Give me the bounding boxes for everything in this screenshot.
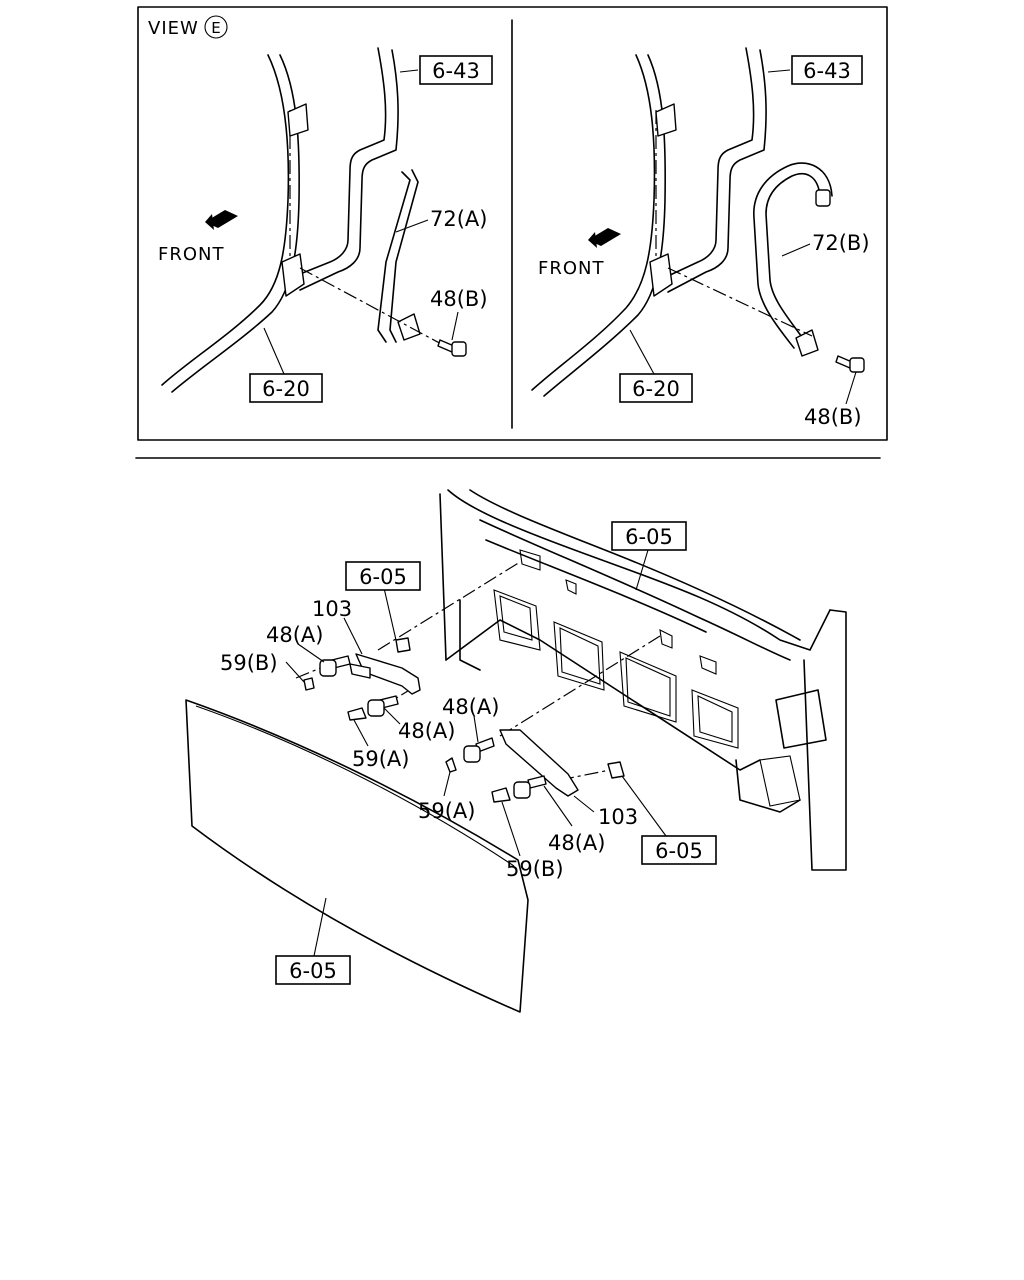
view-frame [137,6,888,441]
ref-6-43-right: 6-43 [803,59,851,83]
part-59a-left: 59(A) [352,747,409,771]
view-letter: E [211,19,220,37]
front-label-r: FRONT [538,258,605,279]
ref-box-panel [611,521,687,551]
part-103-right: 103 [598,805,638,829]
clip-59b-left [303,677,315,691]
part-48a-left-bottom: 48(A) [398,719,455,743]
ref-6-05-bracket-upper: 6-05 [359,565,407,589]
pillar-inner [299,49,399,291]
part-59b-left: 59(B) [220,651,278,675]
ref-box-grille [275,955,351,985]
bolt-48b-left [437,339,467,357]
pipe-72a-left [377,171,411,343]
ref-box-6-20-left [249,373,323,403]
part-59b-right: 59(B) [506,857,564,881]
front-arrow-icon [205,210,238,230]
bolt-48a-left-top [319,655,351,677]
cab-edge-outer-r [531,54,656,391]
ref-6-20-right: 6-20 [632,377,680,401]
front-arrow-icon-r [588,228,621,248]
panel-top-edge [447,489,831,651]
ref-box-6-20-right [619,373,693,403]
ref-6-20-left: 6-20 [262,377,310,401]
pipe-72b-outer [765,172,821,341]
pipe-end-cap [815,189,831,207]
bracket-lower [281,253,305,297]
clip-59a-right [445,757,457,773]
ref-6-05-panel: 6-05 [625,525,673,549]
cab-corner [803,609,847,871]
cab-edge-outer [161,54,290,386]
clip-59b-right [491,787,511,803]
front-label: FRONT [158,244,225,265]
pillar-outer-r [667,47,755,277]
pipe-clamp-r [795,329,819,357]
clip-59a-left [347,707,367,721]
bolt-48b-right [835,355,865,373]
main-assembly: 6-05 6-05 103 48(A) 59(B) 48(A) 59(A) 48… [185,489,847,1013]
part-59a-right: 59(A) [418,799,475,823]
ref-box-bracket-upper [345,561,421,591]
bracket-lower-r [649,253,673,297]
ref-6-05-grille: 6-05 [289,959,337,983]
part-48a-right-top: 48(A) [442,695,499,719]
part-72a: 72(A) [430,207,487,231]
part-103-left: 103 [312,597,352,621]
ref-box-bracket-lower [641,835,717,865]
bracket-upper-r [655,103,677,137]
part-48b-left: 48(B) [430,287,488,311]
corner-lamp [775,689,827,749]
ref-box-6-43-right [791,55,863,85]
bracket-upper [287,103,309,137]
part-48a-right-bottom: 48(A) [548,831,605,855]
ref-6-43-left: 6-43 [432,59,480,83]
bolt-48a-right-bottom [513,775,547,799]
align-line [299,267,446,347]
ref-6-05-bracket-lower: 6-05 [655,839,703,863]
part-48a-left-top: 48(A) [266,623,323,647]
pillar-outer [299,47,387,275]
view-title: VIEW [148,18,199,39]
cab-edge-inner [171,54,300,393]
bolt-48a-left-bottom [367,695,399,717]
pipe-clamp [397,313,421,341]
cab-edge-inner-r [543,54,667,397]
pipe-72a-right [389,169,419,343]
right-view: FRONT 6-43 72(B) 48(B) 6-20 [531,47,870,429]
part-48b-right: 48(B) [804,405,862,429]
view-letter-circle [204,15,228,39]
part-72b: 72(B) [812,231,870,255]
left-view: FRONT 6-43 72(A) 48(B) 6-20 [158,47,493,403]
bracket-103-right [499,729,579,797]
pillar-inner-r [667,49,767,293]
ref-box-6-43-left [419,55,493,85]
grille-panel [185,699,529,1013]
bolt-48a-right-top [463,737,495,763]
